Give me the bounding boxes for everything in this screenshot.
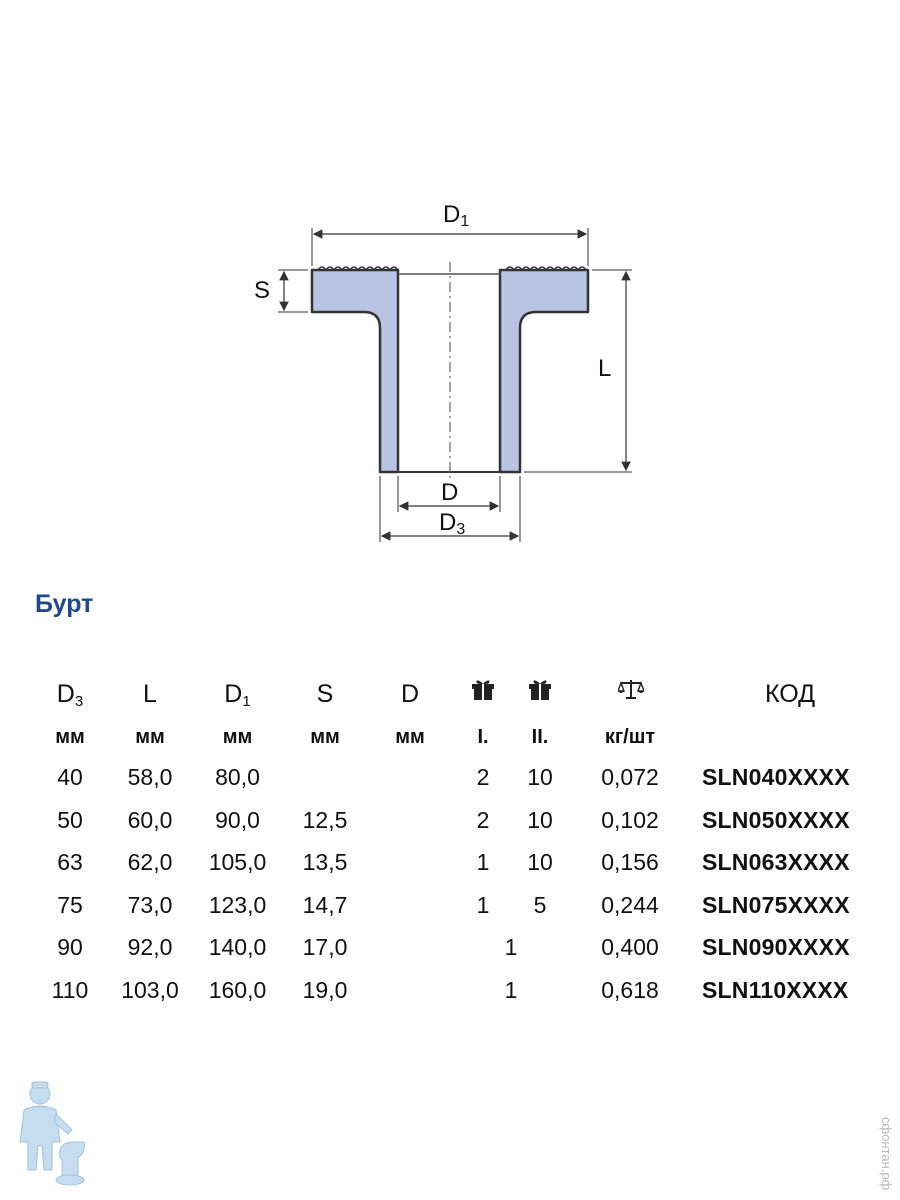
cell-l: 58,0 <box>127 764 173 790</box>
cell-d1: 105,0 <box>208 849 267 875</box>
unit-d1: мм <box>222 726 253 748</box>
gift-icon <box>472 680 494 700</box>
col-header-d3: D3 <box>56 680 84 710</box>
unit-pack2: II. <box>531 726 549 748</box>
cell-w: 0,102 <box>601 806 659 833</box>
cell-p1: 2 <box>476 764 490 790</box>
cell-l: 103,0 <box>121 976 179 1003</box>
cell-pm: 1 <box>504 934 518 960</box>
cell-p2: 10 <box>527 806 553 833</box>
cell-d1: 160,0 <box>208 976 267 1003</box>
l-label: L <box>598 355 611 382</box>
scale-icon <box>618 680 644 699</box>
cell-pm: 1 <box>504 976 518 1003</box>
cell-l: 62,0 <box>127 849 173 875</box>
cell-l: 73,0 <box>127 891 173 918</box>
cell-p2: 10 <box>527 849 553 875</box>
col-header-s: S <box>316 680 334 708</box>
cell-d3: 110 <box>51 976 89 1003</box>
col-header-code: КОД <box>764 680 816 708</box>
cell-p2: 10 <box>527 764 553 790</box>
fitting-diagram: D1 S L D D3 <box>254 201 632 542</box>
cell-s: 14,7 <box>302 891 348 918</box>
cell-d3: 50 <box>57 806 83 833</box>
cell-w: 0,400 <box>601 934 659 960</box>
cell-code: SLN040XXXX <box>702 764 850 790</box>
cell-l: 92,0 <box>127 934 173 960</box>
gift-icon <box>529 680 551 700</box>
cell-code: SLN110XXXX <box>702 976 849 1003</box>
cell-d3: 75 <box>57 891 83 918</box>
cell-s: 19,0 <box>302 976 348 1003</box>
cell-p2: 5 <box>533 891 547 918</box>
cell-s: 12,5 <box>302 806 348 833</box>
product-title: Бурт <box>35 590 94 618</box>
plumber-mascot-icon <box>19 1081 85 1186</box>
cell-w: 0,156 <box>601 849 659 875</box>
unit-s: мм <box>310 726 340 748</box>
cell-d1: 80,0 <box>215 764 260 790</box>
cell-p1: 1 <box>476 849 490 875</box>
watermark: сфонтан.рф <box>879 1116 894 1190</box>
cell-p1: 1 <box>476 891 490 918</box>
unit-d: мм <box>395 726 425 748</box>
cell-s: 13,5 <box>302 849 348 875</box>
col-header-d: D <box>400 680 420 708</box>
cell-w: 0,072 <box>601 764 659 790</box>
cell-code: SLN063XXXX <box>702 849 850 875</box>
cell-s: 17,0 <box>302 934 348 960</box>
fitting-left-section <box>310 268 400 474</box>
unit-d3: мм <box>55 726 85 748</box>
d3-label: D3 <box>439 509 465 538</box>
cell-d3: 90 <box>57 934 83 960</box>
cell-w: 0,618 <box>601 976 659 1003</box>
cell-d1: 90,0 <box>215 806 260 833</box>
cell-w: 0,244 <box>601 891 659 918</box>
cell-d1: 123,0 <box>208 891 267 918</box>
fitting-right-section <box>498 268 590 474</box>
s-label: S <box>254 277 270 304</box>
cell-d3: 40 <box>57 764 83 790</box>
cell-d3: 63 <box>57 849 83 875</box>
d-label: D <box>441 479 458 506</box>
flange-serration-left <box>317 266 399 272</box>
unit-pack1: I. <box>477 726 489 748</box>
cell-code: SLN050XXXX <box>702 806 850 833</box>
cell-p1: 2 <box>476 806 490 833</box>
cell-l: 60,0 <box>127 806 173 833</box>
unit-weight: кг/шт <box>604 726 656 748</box>
cell-code: SLN075XXXX <box>702 891 850 918</box>
d1-label: D1 <box>443 201 469 230</box>
unit-l: мм <box>135 726 165 748</box>
cell-d1: 140,0 <box>208 934 267 960</box>
col-header-d1: D1 <box>224 680 251 710</box>
col-header-l: L <box>143 680 157 708</box>
cell-code: SLN090XXXX <box>702 934 850 960</box>
flange-serration-right <box>505 266 587 272</box>
